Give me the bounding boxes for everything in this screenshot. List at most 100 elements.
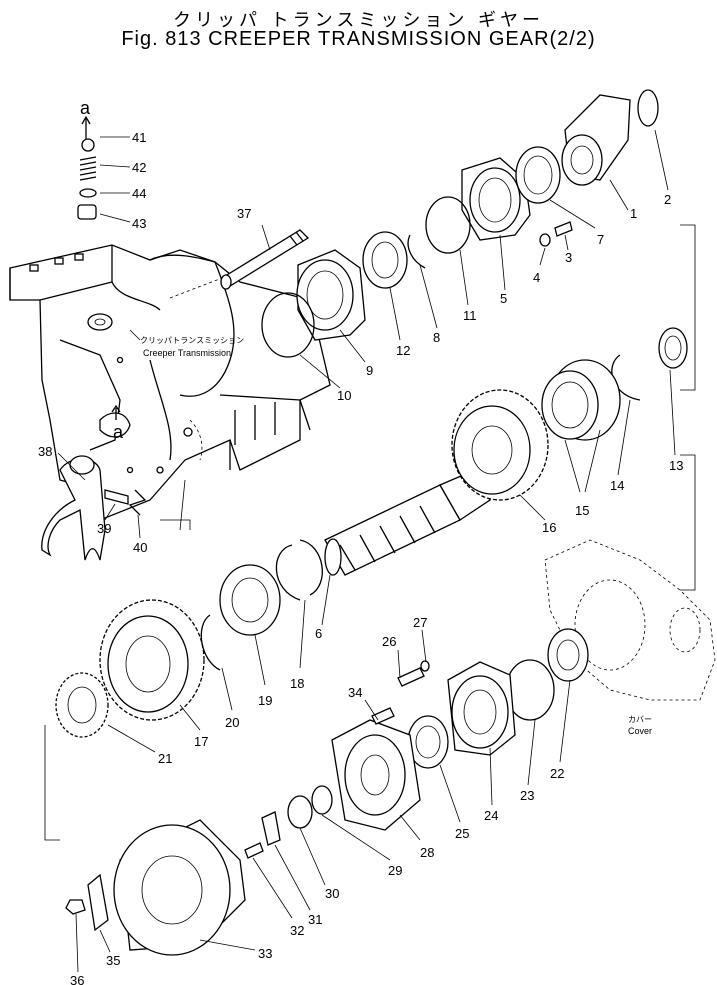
part-number-19: 19 — [258, 693, 272, 708]
part-19-bearing — [219, 564, 281, 636]
part-number-labels: 1 2 3 4 5 6 7 8 9 10 11 12 13 14 15 16 1… — [38, 130, 683, 985]
bracket-right-top — [680, 224, 696, 391]
part-number-10: 10 — [337, 388, 351, 403]
leader-creeper — [129, 329, 141, 341]
title-japanese: クリッパ トランスミッション ギヤー — [172, 10, 545, 31]
part-6-shaft — [324, 469, 491, 576]
housing-arrow — [111, 404, 121, 420]
part-number-26: 26 — [382, 634, 396, 649]
part-28-yoke — [331, 719, 421, 831]
label-cover-jp: カバー — [628, 715, 652, 724]
bracket-housing — [160, 479, 191, 531]
part-number-28: 28 — [420, 845, 434, 860]
part-33-drum — [113, 819, 246, 956]
part-number-35: 35 — [106, 953, 120, 968]
part-30-washer — [287, 795, 313, 829]
label-creeper-en: Creeper Transmission — [143, 348, 231, 358]
part-39-bolt — [104, 489, 129, 505]
part-7-bearing — [515, 146, 561, 204]
part-1-coupling — [561, 94, 631, 186]
part-32-bolt — [244, 842, 264, 859]
part-44-oring — [79, 188, 97, 198]
part-number-5: 5 — [500, 291, 507, 306]
part-number-33: 33 — [258, 946, 272, 961]
part-number-13: 13 — [669, 458, 683, 473]
part-number-17: 17 — [194, 734, 208, 749]
part-24-retainer — [447, 661, 516, 756]
top-arrow — [81, 115, 91, 140]
part-number-25: 25 — [455, 826, 469, 841]
part-41-ball — [81, 138, 95, 152]
part-37-shaft — [220, 229, 310, 290]
part-10-oring — [261, 292, 315, 358]
part-18-snapring — [275, 539, 323, 601]
part-number-43: 43 — [132, 216, 146, 231]
part-number-22: 22 — [550, 766, 564, 781]
cover — [544, 539, 716, 701]
part-number-14: 14 — [610, 478, 624, 493]
part-11-oring — [425, 196, 471, 254]
part-31-lockplate — [261, 811, 281, 846]
part-number-16: 16 — [542, 520, 556, 535]
part-number-1: 1 — [630, 206, 637, 221]
part-number-15: 15 — [575, 503, 589, 518]
housing-marker-a: a — [113, 422, 124, 442]
part-number-42: 42 — [132, 160, 146, 175]
part-number-21: 21 — [158, 751, 172, 766]
part-27-washer — [420, 660, 430, 672]
part-number-20: 20 — [225, 715, 239, 730]
part-number-32: 32 — [290, 923, 304, 938]
part-number-30: 30 — [325, 886, 339, 901]
part-number-29: 29 — [388, 863, 402, 878]
part-38-fork — [41, 455, 106, 561]
part-20-snapring — [200, 614, 221, 671]
part-number-23: 23 — [520, 788, 534, 803]
part-number-36: 36 — [70, 973, 84, 985]
part-number-34: 34 — [348, 685, 362, 700]
part-29-oring — [311, 785, 333, 815]
part-17-gear — [99, 599, 205, 721]
part-number-4: 4 — [533, 270, 540, 285]
leader-lines — [57, 129, 676, 973]
part-35-lockwasher — [87, 873, 109, 932]
part-43-plug — [77, 204, 97, 220]
part-number-3: 3 — [565, 250, 572, 265]
part-5-retainer — [461, 157, 531, 241]
page-title: Fig. 813 CREEPER TRANSMISSION GEAR(2/2) — [121, 28, 596, 50]
part-9-retainer — [296, 249, 366, 341]
part-number-6: 6 — [315, 626, 322, 641]
label-cover-en: Cover — [628, 726, 652, 736]
part-12-bearing — [362, 231, 408, 289]
part-number-8: 8 — [433, 330, 440, 345]
part-22-bearing — [547, 628, 589, 682]
bracket-right-mid — [680, 454, 696, 591]
part-21-hub — [55, 672, 109, 738]
part-number-39: 39 — [97, 521, 111, 536]
part-number-31: 31 — [308, 912, 322, 927]
part-number-44: 44 — [132, 186, 146, 201]
part-number-9: 9 — [366, 363, 373, 378]
part-16-gear — [451, 389, 549, 501]
bracket-left — [44, 725, 60, 841]
part-8-snapring — [407, 234, 426, 269]
part-2-plate — [637, 89, 659, 127]
part-number-41: 41 — [132, 130, 146, 145]
part-25-seal — [407, 715, 449, 769]
part-number-37: 37 — [237, 206, 251, 221]
part-number-40: 40 — [133, 540, 147, 555]
part-4-washer — [539, 233, 551, 247]
part-26-bolt — [397, 667, 425, 687]
part-number-7: 7 — [597, 232, 604, 247]
part-13-seal — [658, 327, 688, 369]
part-40-wire — [128, 489, 147, 516]
part-36-nut — [65, 899, 86, 915]
part-number-27: 27 — [413, 615, 427, 630]
transmission-housing — [9, 244, 331, 521]
part-42-spring — [79, 156, 97, 181]
label-creeper-jp: クリッパトランスミッション — [140, 336, 244, 345]
top-marker-a: a — [80, 98, 91, 118]
part-15-bearing — [541, 359, 621, 441]
part-number-38: 38 — [38, 444, 52, 459]
part-3-bolt — [554, 221, 573, 237]
